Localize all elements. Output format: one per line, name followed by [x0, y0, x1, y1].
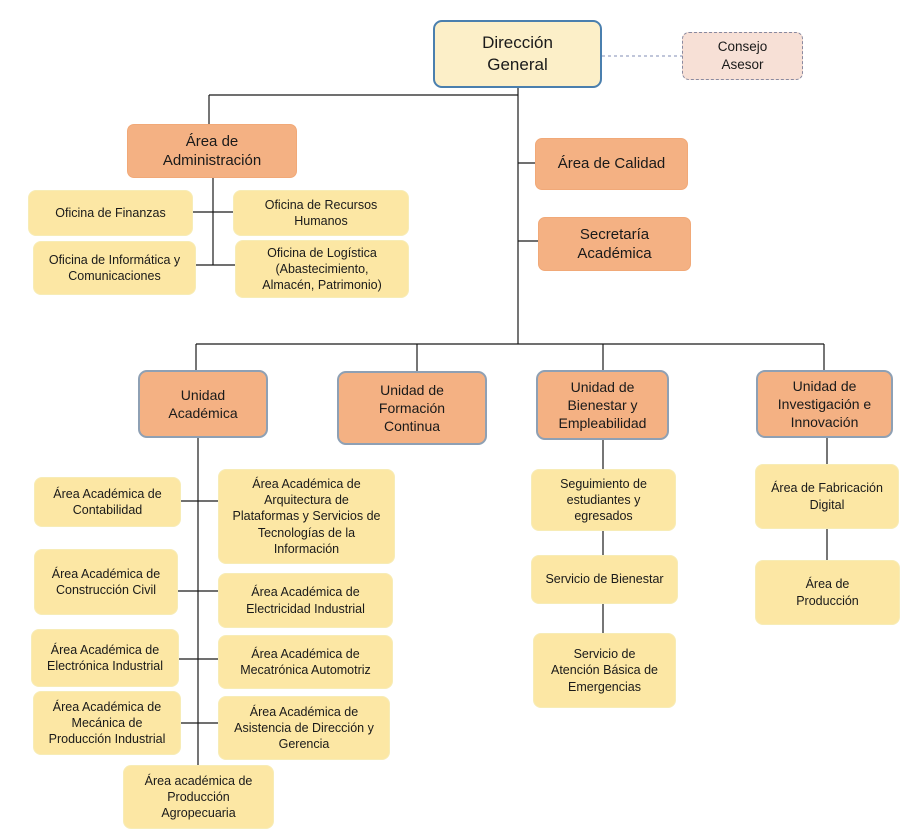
area-fabricacion-digital-box: Área de Fabricación Digital	[755, 464, 899, 529]
area-construccion-box: Área Académica de Construcción Civil	[34, 549, 178, 615]
seguimiento-egresados-label: Seguimiento de estudiantes y egresados	[560, 476, 647, 524]
seguimiento-egresados-box: Seguimiento de estudiantes y egresados	[531, 469, 676, 531]
direccion-general-box: Dirección General	[433, 20, 602, 88]
unidad-investigacion-label: Unidad de Investigación e Innovación	[777, 377, 872, 431]
oficina-logistica-label: Oficina de Logística (Abastecimiento, Al…	[262, 245, 382, 293]
area-arquitectura-ti-label: Área Académica de Arquitectura de Plataf…	[232, 476, 381, 556]
area-calidad-label: Área de Calidad	[557, 155, 666, 173]
unidad-investigacion-box: Unidad de Investigación e Innovación	[756, 370, 893, 438]
oficina-finanzas-label: Oficina de Finanzas	[55, 205, 166, 220]
area-electricidad-box: Área Académica de Electricidad Industria…	[218, 573, 393, 628]
area-calidad-box: Área de Calidad	[535, 138, 688, 190]
servicio-bienestar-label: Servicio de Bienestar	[545, 572, 664, 587]
unidad-bienestar-label: Unidad de Bienestar y Empleabilidad	[558, 378, 647, 432]
consejo-asesor-box: Consejo Asesor	[682, 32, 803, 80]
secretaria-academica-label: Secretaría Académica	[577, 225, 652, 263]
unidad-formacion-box: Unidad de Formación Continua	[337, 371, 487, 445]
area-asistencia-box: Área Académica de Asistencia de Direcció…	[218, 696, 390, 760]
unidad-academica-box: Unidad Académica	[138, 370, 268, 438]
unidad-academica-label: Unidad Académica	[168, 386, 238, 421]
consejo-asesor-label: Consejo Asesor	[717, 39, 768, 72]
oficina-informatica-box: Oficina de Informática y Comunicaciones	[33, 241, 196, 295]
unidad-bienestar-box: Unidad de Bienestar y Empleabilidad	[536, 370, 669, 440]
area-electronica-label: Área Académica de Electrónica Industrial	[46, 642, 164, 673]
area-contabilidad-box: Área Académica de Contabilidad	[34, 477, 181, 527]
oficina-finanzas-box: Oficina de Finanzas	[28, 190, 193, 236]
area-asistencia-label: Área Académica de Asistencia de Direcció…	[234, 704, 374, 752]
area-agropecuaria-box: Área académica de Producción Agropecuari…	[123, 765, 274, 829]
area-administracion-label: Área de Administración	[162, 132, 262, 170]
area-contabilidad-label: Área Académica de Contabilidad	[53, 486, 162, 517]
direccion-general-label: Dirección General	[482, 32, 553, 74]
servicio-emergencias-label: Servicio de Atención Básica de Emergenci…	[550, 647, 658, 694]
area-produccion-label: Área de Producción	[796, 577, 859, 608]
area-mecanica-box: Área Académica de Mecánica de Producción…	[33, 691, 181, 755]
area-mecanica-label: Área Académica de Mecánica de Producción…	[48, 699, 166, 747]
area-mecatronica-label: Área Académica de Mecatrónica Automotriz	[240, 646, 371, 677]
area-arquitectura-ti-box: Área Académica de Arquitectura de Plataf…	[218, 469, 395, 564]
area-electronica-box: Área Académica de Electrónica Industrial	[31, 629, 179, 687]
unidad-formacion-label: Unidad de Formación Continua	[378, 381, 446, 435]
oficina-informatica-label: Oficina de Informática y Comunicaciones	[48, 252, 181, 283]
area-fabricacion-digital-label: Área de Fabricación Digital	[771, 481, 883, 512]
oficina-rrhh-label: Oficina de Recursos Humanos	[264, 197, 378, 228]
area-electricidad-label: Área Académica de Electricidad Industria…	[246, 585, 365, 616]
secretaria-academica-box: Secretaría Académica	[538, 217, 691, 271]
oficina-logistica-box: Oficina de Logística (Abastecimiento, Al…	[235, 240, 409, 298]
area-construccion-label: Área Académica de Construcción Civil	[51, 566, 161, 597]
area-produccion-box: Área de Producción	[755, 560, 900, 625]
area-mecatronica-box: Área Académica de Mecatrónica Automotriz	[218, 635, 393, 689]
servicio-emergencias-box: Servicio de Atención Básica de Emergenci…	[533, 633, 676, 708]
servicio-bienestar-box: Servicio de Bienestar	[531, 555, 678, 604]
oficina-rrhh-box: Oficina de Recursos Humanos	[233, 190, 409, 236]
area-administracion-box: Área de Administración	[127, 124, 297, 178]
area-agropecuaria-label: Área académica de Producción Agropecuari…	[144, 773, 253, 821]
